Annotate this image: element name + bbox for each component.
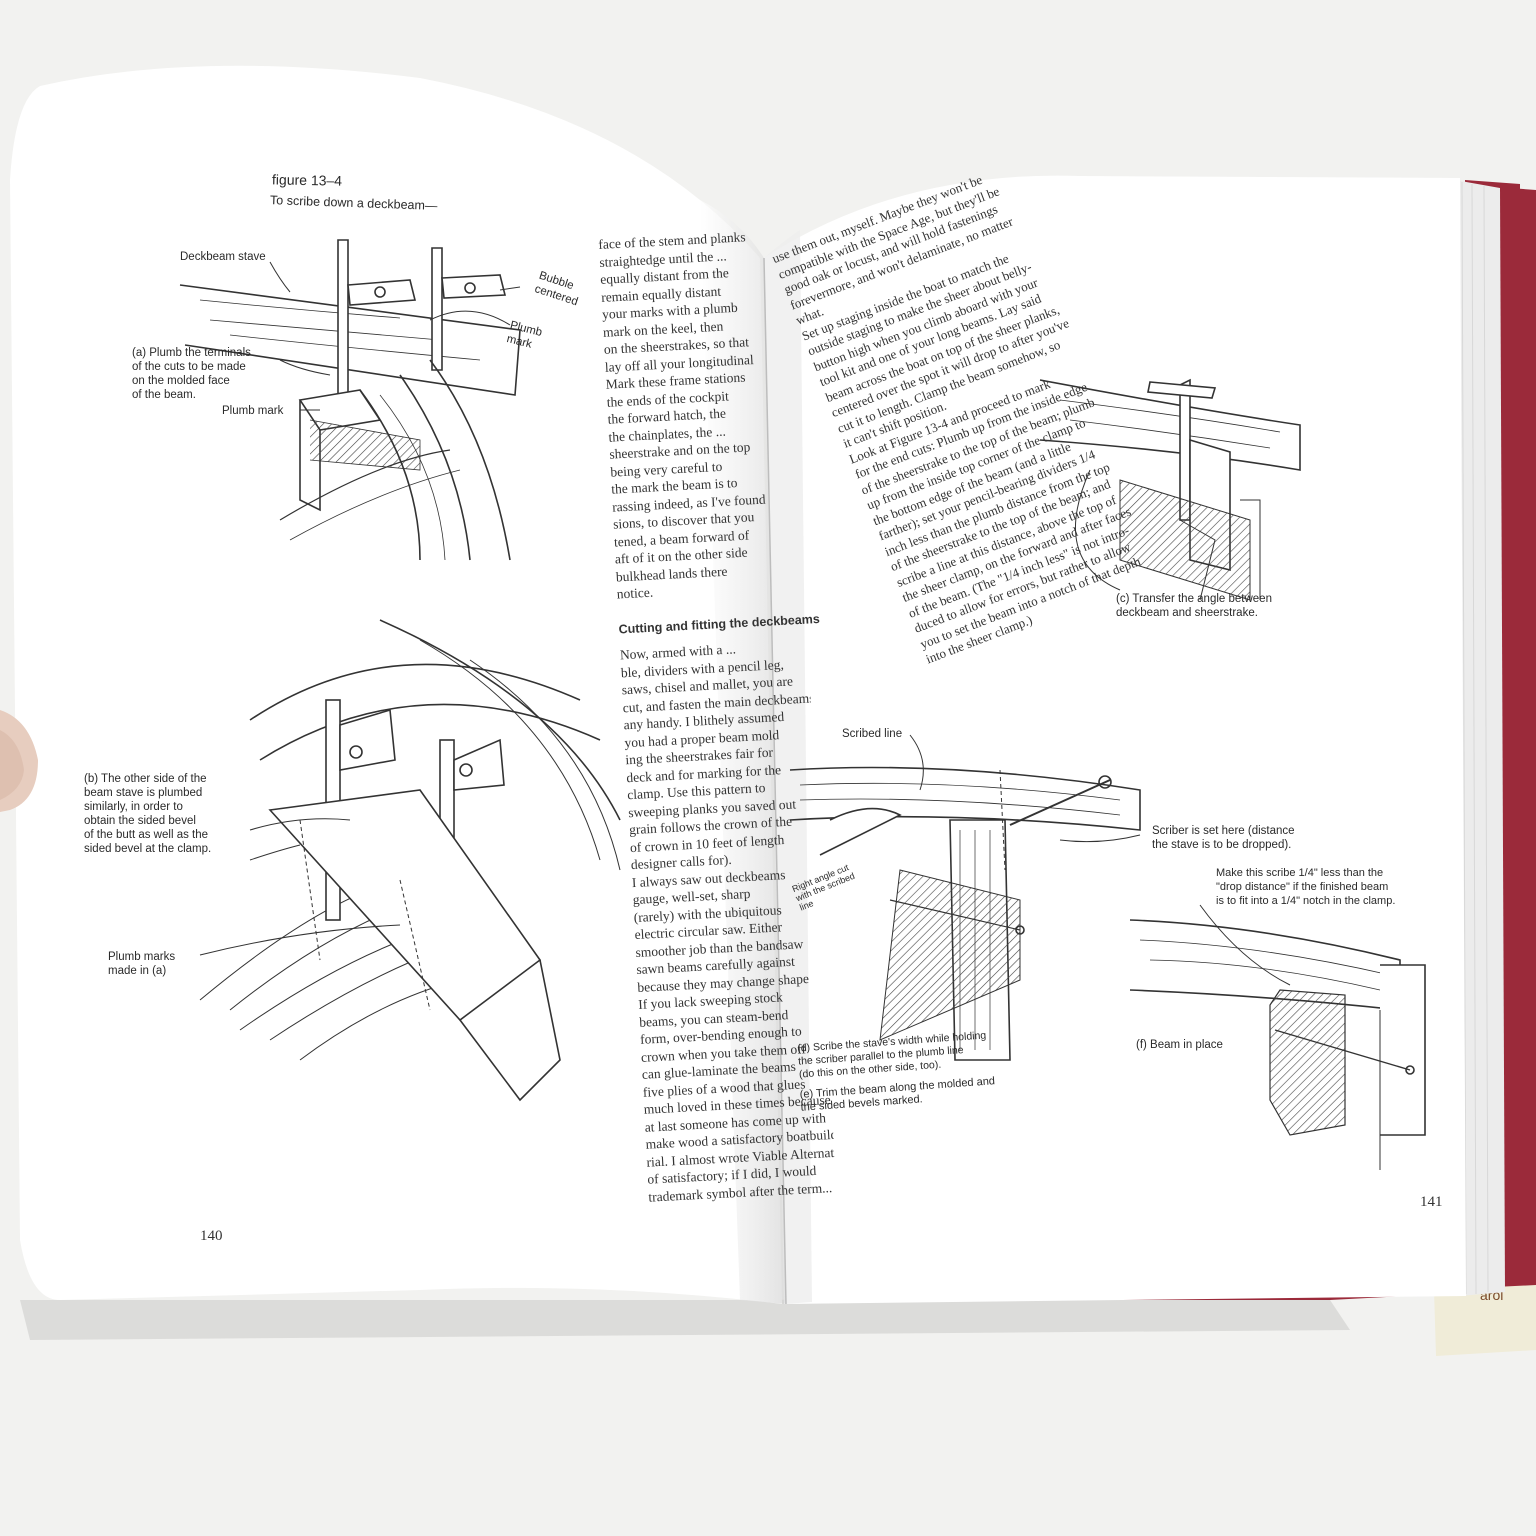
- label-scriber-line2: the stave is to be dropped).: [1152, 839, 1292, 851]
- figure-b-drawing: [199, 619, 621, 1102]
- label-make-scribe-line3: is to fit into a 1/4" notch in the clamp…: [1216, 895, 1396, 907]
- caption-a-line4: of the beam.: [132, 389, 196, 401]
- caption-c-line2: deckbeam and sheerstrake.: [1116, 607, 1258, 619]
- figure-title: figure 13–4: [271, 171, 343, 189]
- caption-c-line1: (c) Transfer the angle between: [1116, 593, 1272, 605]
- figure-d-drawing: [789, 734, 1141, 1061]
- caption-a-line3: on the molded face: [132, 375, 230, 387]
- label-plumb-marks-made: Plumb marks made in (a): [108, 950, 175, 978]
- label-make-scribe-line2: "drop distance" if the finished beam: [1216, 881, 1389, 893]
- label-scriber-set: Scriber is set here (distance the stave …: [1152, 824, 1295, 852]
- label-plumb-marks-line2: made in (a): [108, 965, 167, 977]
- section-heading: Cutting and fitting the deckbeams: [618, 611, 821, 636]
- page-number-left: 140: [200, 1228, 223, 1244]
- page-number-right: 141: [1420, 1194, 1443, 1210]
- caption-a: (a) Plumb the terminals of the cuts to b…: [132, 346, 251, 402]
- label-plumb-marks-line1: Plumb marks: [108, 951, 176, 963]
- label-deckbeam-stave: Deckbeam stave: [180, 251, 266, 263]
- label-make-scribe: Make this scribe 1/4" less than the "dro…: [1216, 866, 1395, 908]
- caption-b: (b) The other side of the beam stave is …: [84, 772, 211, 856]
- caption-a-line2: of the cuts to be made: [132, 361, 246, 373]
- label-plumb-mark: Plumb mark: [222, 405, 284, 417]
- figure-c-drawing: [1039, 378, 1301, 601]
- caption-b-line3: similarly, in order to: [84, 801, 183, 813]
- caption-b-line4: obtain the sided bevel: [84, 815, 196, 827]
- figure-f-drawing: [1129, 904, 1426, 1170]
- label-scribed-line: Scribed line: [842, 728, 903, 740]
- caption-b-line2: beam stave is plumbed: [84, 787, 203, 799]
- caption-f: (f) Beam in place: [1136, 1039, 1223, 1051]
- caption-b-line1: (b) The other side of the: [84, 773, 207, 785]
- caption-b-line6: sided bevel at the clamp.: [84, 843, 212, 855]
- left-page: [10, 65, 782, 1304]
- label-make-scribe-line1: Make this scribe 1/4" less than the: [1216, 867, 1384, 879]
- caption-c: (c) Transfer the angle between deckbeam …: [1116, 592, 1272, 620]
- caption-a-line1: (a) Plumb the terminals: [132, 347, 251, 359]
- figure-a-drawing: [179, 239, 521, 561]
- left-column-bottom: Now, armed with a ...ble, dividers with …: [620, 637, 837, 1206]
- caption-b-line5: of the butt as well as the: [84, 829, 209, 841]
- label-scriber-line1: Scriber is set here (distance: [1152, 825, 1295, 837]
